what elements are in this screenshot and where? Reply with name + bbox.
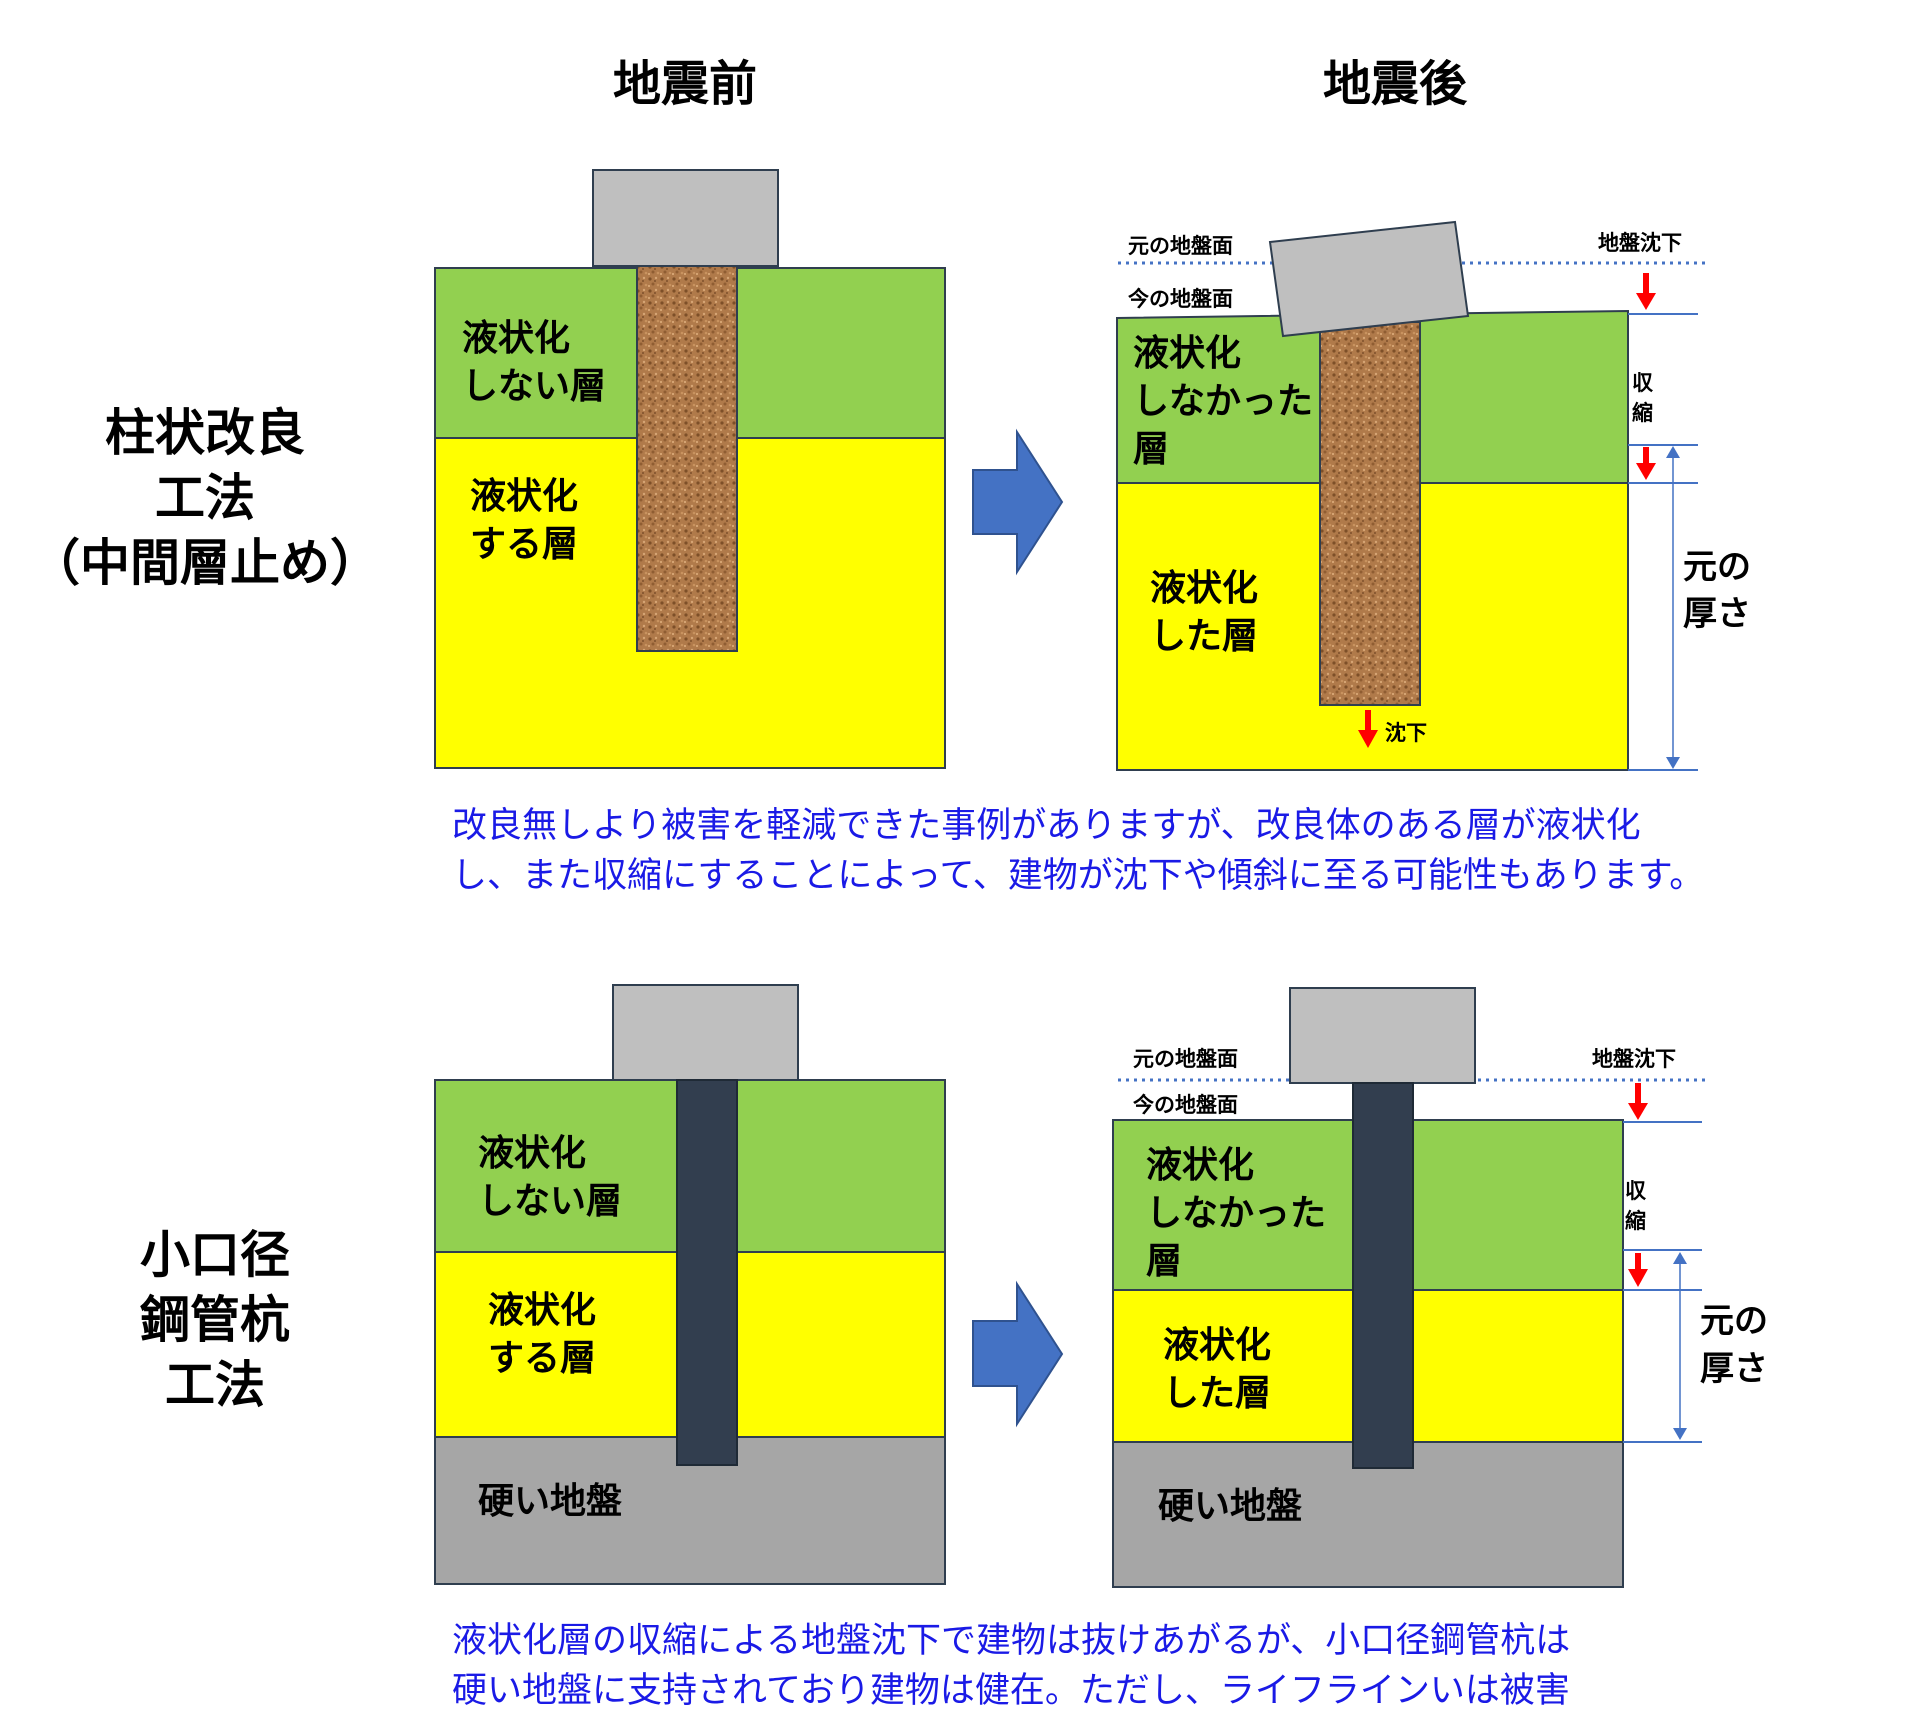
method1-title-line2: 工法 (155, 469, 255, 527)
settlement-arrow-icon (1628, 1083, 1648, 1120)
shrink-arrow-icon (1636, 447, 1656, 480)
method2-title-line1: 小口径 (140, 1226, 290, 1284)
settlement-arrow-icon (1636, 273, 1656, 310)
thickness-label-line1: 元の (1700, 1301, 1768, 1341)
shrink-label-2: 縮 (1625, 1209, 1646, 1233)
method1-title-line3: （中間層止め） (30, 534, 380, 592)
upper-layer-label-line1: 液状化 (1133, 333, 1241, 374)
settlement-label: 地盤沈下 (1592, 1047, 1676, 1071)
upper-layer-label-line2: しなかった (1146, 1193, 1326, 1234)
settlement-label: 地盤沈下 (1598, 231, 1682, 255)
shrink-arrow-icon (1628, 1253, 1648, 1287)
original-surface-label: 元の地盤面 (1128, 234, 1233, 258)
pile-settle-arrow-icon (1358, 710, 1378, 748)
header-after: 地震後 (1323, 56, 1468, 112)
tilted-building (1268, 220, 1470, 338)
upper-layer-label-line1: 液状化 (1146, 1145, 1254, 1186)
pile-settle-label: 沈下 (1385, 721, 1427, 745)
upper-layer-label-line2: しない層 (478, 1181, 622, 1222)
method1-note-line2: し、また収縮にすることによって、建物が沈下や傾斜に至る可能性もあります。 (452, 856, 1704, 896)
upper-layer-label-line2: しなかった (1133, 381, 1313, 422)
soil-cement-column (636, 265, 738, 652)
method2-title: 小口径 鋼管杭 工法 (140, 1226, 290, 1414)
current-surface-label: 今の地盤面 (1133, 1093, 1238, 1117)
bottom-layer-label: 硬い地盤 (1158, 1486, 1302, 1527)
transition-arrow-icon (972, 1280, 1064, 1428)
steel-pile (1352, 1082, 1414, 1469)
middle-layer-label-line2: する層 (488, 1338, 596, 1379)
method2-before-diagram: 液状化 しない層 液状化 する層 硬い地盤 (434, 984, 946, 1585)
method2-note-line2: 硬い地盤に支持されており建物は健在。ただし、ライフラインいは被害 (452, 1671, 1570, 1711)
building (1289, 987, 1476, 1084)
current-surface-label: 今の地盤面 (1128, 287, 1233, 311)
upper-layer-label-line1: 液状化 (462, 318, 570, 359)
dimension-arrow-up-icon (1673, 1252, 1687, 1264)
upper-layer-label-line3: 層 (1146, 1241, 1182, 1282)
shrink-label-1: 収 (1625, 1179, 1647, 1203)
bottom-layer-label: 硬い地盤 (478, 1481, 622, 1522)
upper-layer-label-line1: 液状化 (478, 1133, 586, 1174)
original-surface-label: 元の地盤面 (1133, 1047, 1238, 1071)
method1-after-diagram: 元の地盤面 今の地盤面 地盤沈下 液状化 しなかった 層 液状化 した層 (1116, 220, 1751, 771)
lower-layer-label-line2: する層 (470, 524, 578, 565)
method2-after-diagram: 元の地盤面 今の地盤面 地盤沈下 液状化 しなかった 層 液状化 した層 硬い地… (1112, 987, 1768, 1588)
shrink-label-1: 収 (1632, 371, 1654, 395)
method1-note-line1: 改良無しより被害を軽減できた事例がありますが、改良体のある層が液状化 (452, 806, 1641, 846)
thickness-label-line1: 元の (1683, 547, 1751, 587)
dimension-arrow-down-icon (1666, 757, 1680, 769)
lower-layer-label-line1: 液状化 (1150, 568, 1258, 609)
shrink-label-2: 縮 (1632, 401, 1653, 425)
upper-layer-label-line2: しない層 (462, 366, 606, 407)
thickness-label-line2: 厚さ (1683, 594, 1751, 634)
middle-layer-label-line2: した層 (1163, 1373, 1271, 1414)
method1-title: 柱状改良 工法 （中間層止め） (30, 404, 380, 592)
dimension-arrow-up-icon (1666, 446, 1680, 458)
dimension-arrow-down-icon (1673, 1428, 1687, 1440)
method2-note-line1: 液状化層の収縮による地盤沈下で建物は抜けあがるが、小口径鋼管杭は (452, 1621, 1570, 1661)
middle-layer-label-line1: 液状化 (1163, 1325, 1271, 1366)
lower-layer-label-line1: 液状化 (470, 476, 578, 517)
transition-arrow-icon (972, 428, 1064, 576)
method1-before-diagram: 液状化 しない層 液状化 する層 (434, 169, 946, 769)
building (612, 984, 799, 1081)
upper-layer-label-line3: 層 (1133, 429, 1169, 470)
header-before: 地震前 (613, 56, 757, 112)
thickness-label-line2: 厚さ (1700, 1349, 1768, 1389)
soil-cement-column (1319, 321, 1421, 706)
building (592, 169, 779, 267)
method2-title-line3: 工法 (165, 1356, 265, 1414)
method1-title-line1: 柱状改良 (105, 404, 305, 462)
middle-layer-label-line1: 液状化 (488, 1290, 596, 1331)
method2-title-line2: 鋼管杭 (140, 1291, 290, 1349)
steel-pile (676, 1079, 738, 1466)
lower-layer-label-line2: した層 (1150, 616, 1258, 657)
